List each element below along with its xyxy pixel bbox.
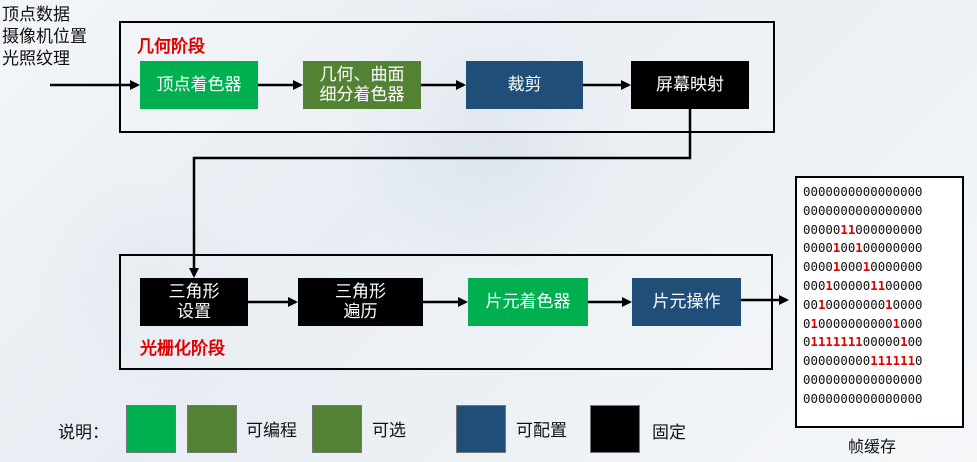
framebuffer-row: 0000000001111110: [803, 353, 923, 369]
tessellation-geometry-shader-box: 几何、曲面 细分着色器: [303, 61, 421, 109]
framebuffer-row: 0000000000000000: [803, 184, 923, 199]
framebuffer-row: 0000000000000000: [803, 371, 923, 387]
framebuffer-row: 0010000000010000: [803, 296, 923, 312]
framebuffer-grid: 0000000000000000 0000000000000000 00000110…: [795, 176, 964, 428]
arrow-geometry-to-raster: [189, 109, 692, 278]
input-label-vertex-data: 顶点数据: [2, 5, 70, 25]
geometry-stage-title: 几何阶段: [137, 37, 205, 57]
framebuffer-label: 帧缓存: [848, 437, 897, 456]
framebuffer-row: 0000000000000000: [803, 202, 923, 218]
legend-title: 说明：: [58, 423, 109, 443]
fragment-shader-box: 片元着色器: [468, 278, 588, 326]
input-label-lighting-texture: 光照纹理: [2, 49, 70, 69]
legend-swatch-optional-2: [312, 405, 362, 453]
legend-swatch-configurable: [456, 405, 506, 453]
framebuffer-row: 0000011000000000: [803, 221, 923, 237]
legend-swatch-fixed: [590, 405, 640, 453]
framebuffer-row: 0001000001100000: [803, 277, 923, 293]
triangle-setup-box: 三角形 设置: [140, 278, 248, 326]
legend-swatch-optional-1: [187, 405, 237, 453]
framebuffer-row: 0000000000000000: [803, 390, 923, 406]
input-label-camera-position: 摄像机位置: [2, 27, 87, 47]
framebuffer-row: 0000100010000000: [803, 259, 923, 275]
legend-label-fixed: 固定: [652, 423, 686, 443]
clipping-box: 裁剪: [466, 61, 583, 109]
per-fragment-operations-box: 片元操作: [632, 278, 741, 326]
raster-stage-title: 光栅化阶段: [140, 339, 225, 359]
framebuffer-row: 0100000000001000: [803, 315, 923, 331]
framebuffer-row: 0000100100000000: [803, 240, 923, 256]
vertex-shader-box: 顶点着色器: [140, 61, 258, 109]
triangle-traversal-box: 三角形 遍历: [298, 278, 423, 326]
screen-mapping-box: 屏幕映射: [631, 61, 749, 109]
legend-label-configurable: 可配置: [516, 421, 567, 441]
input-labels: 顶点数据 摄像机位置 光照纹理: [2, 4, 87, 70]
legend-swatch-programmable: [126, 405, 176, 453]
background-decoration: [330, 10, 650, 270]
framebuffer-row: 0111111100000100: [803, 334, 923, 350]
legend-label-programmable: 可编程: [246, 421, 297, 441]
legend-label-optional: 可选: [372, 421, 406, 441]
